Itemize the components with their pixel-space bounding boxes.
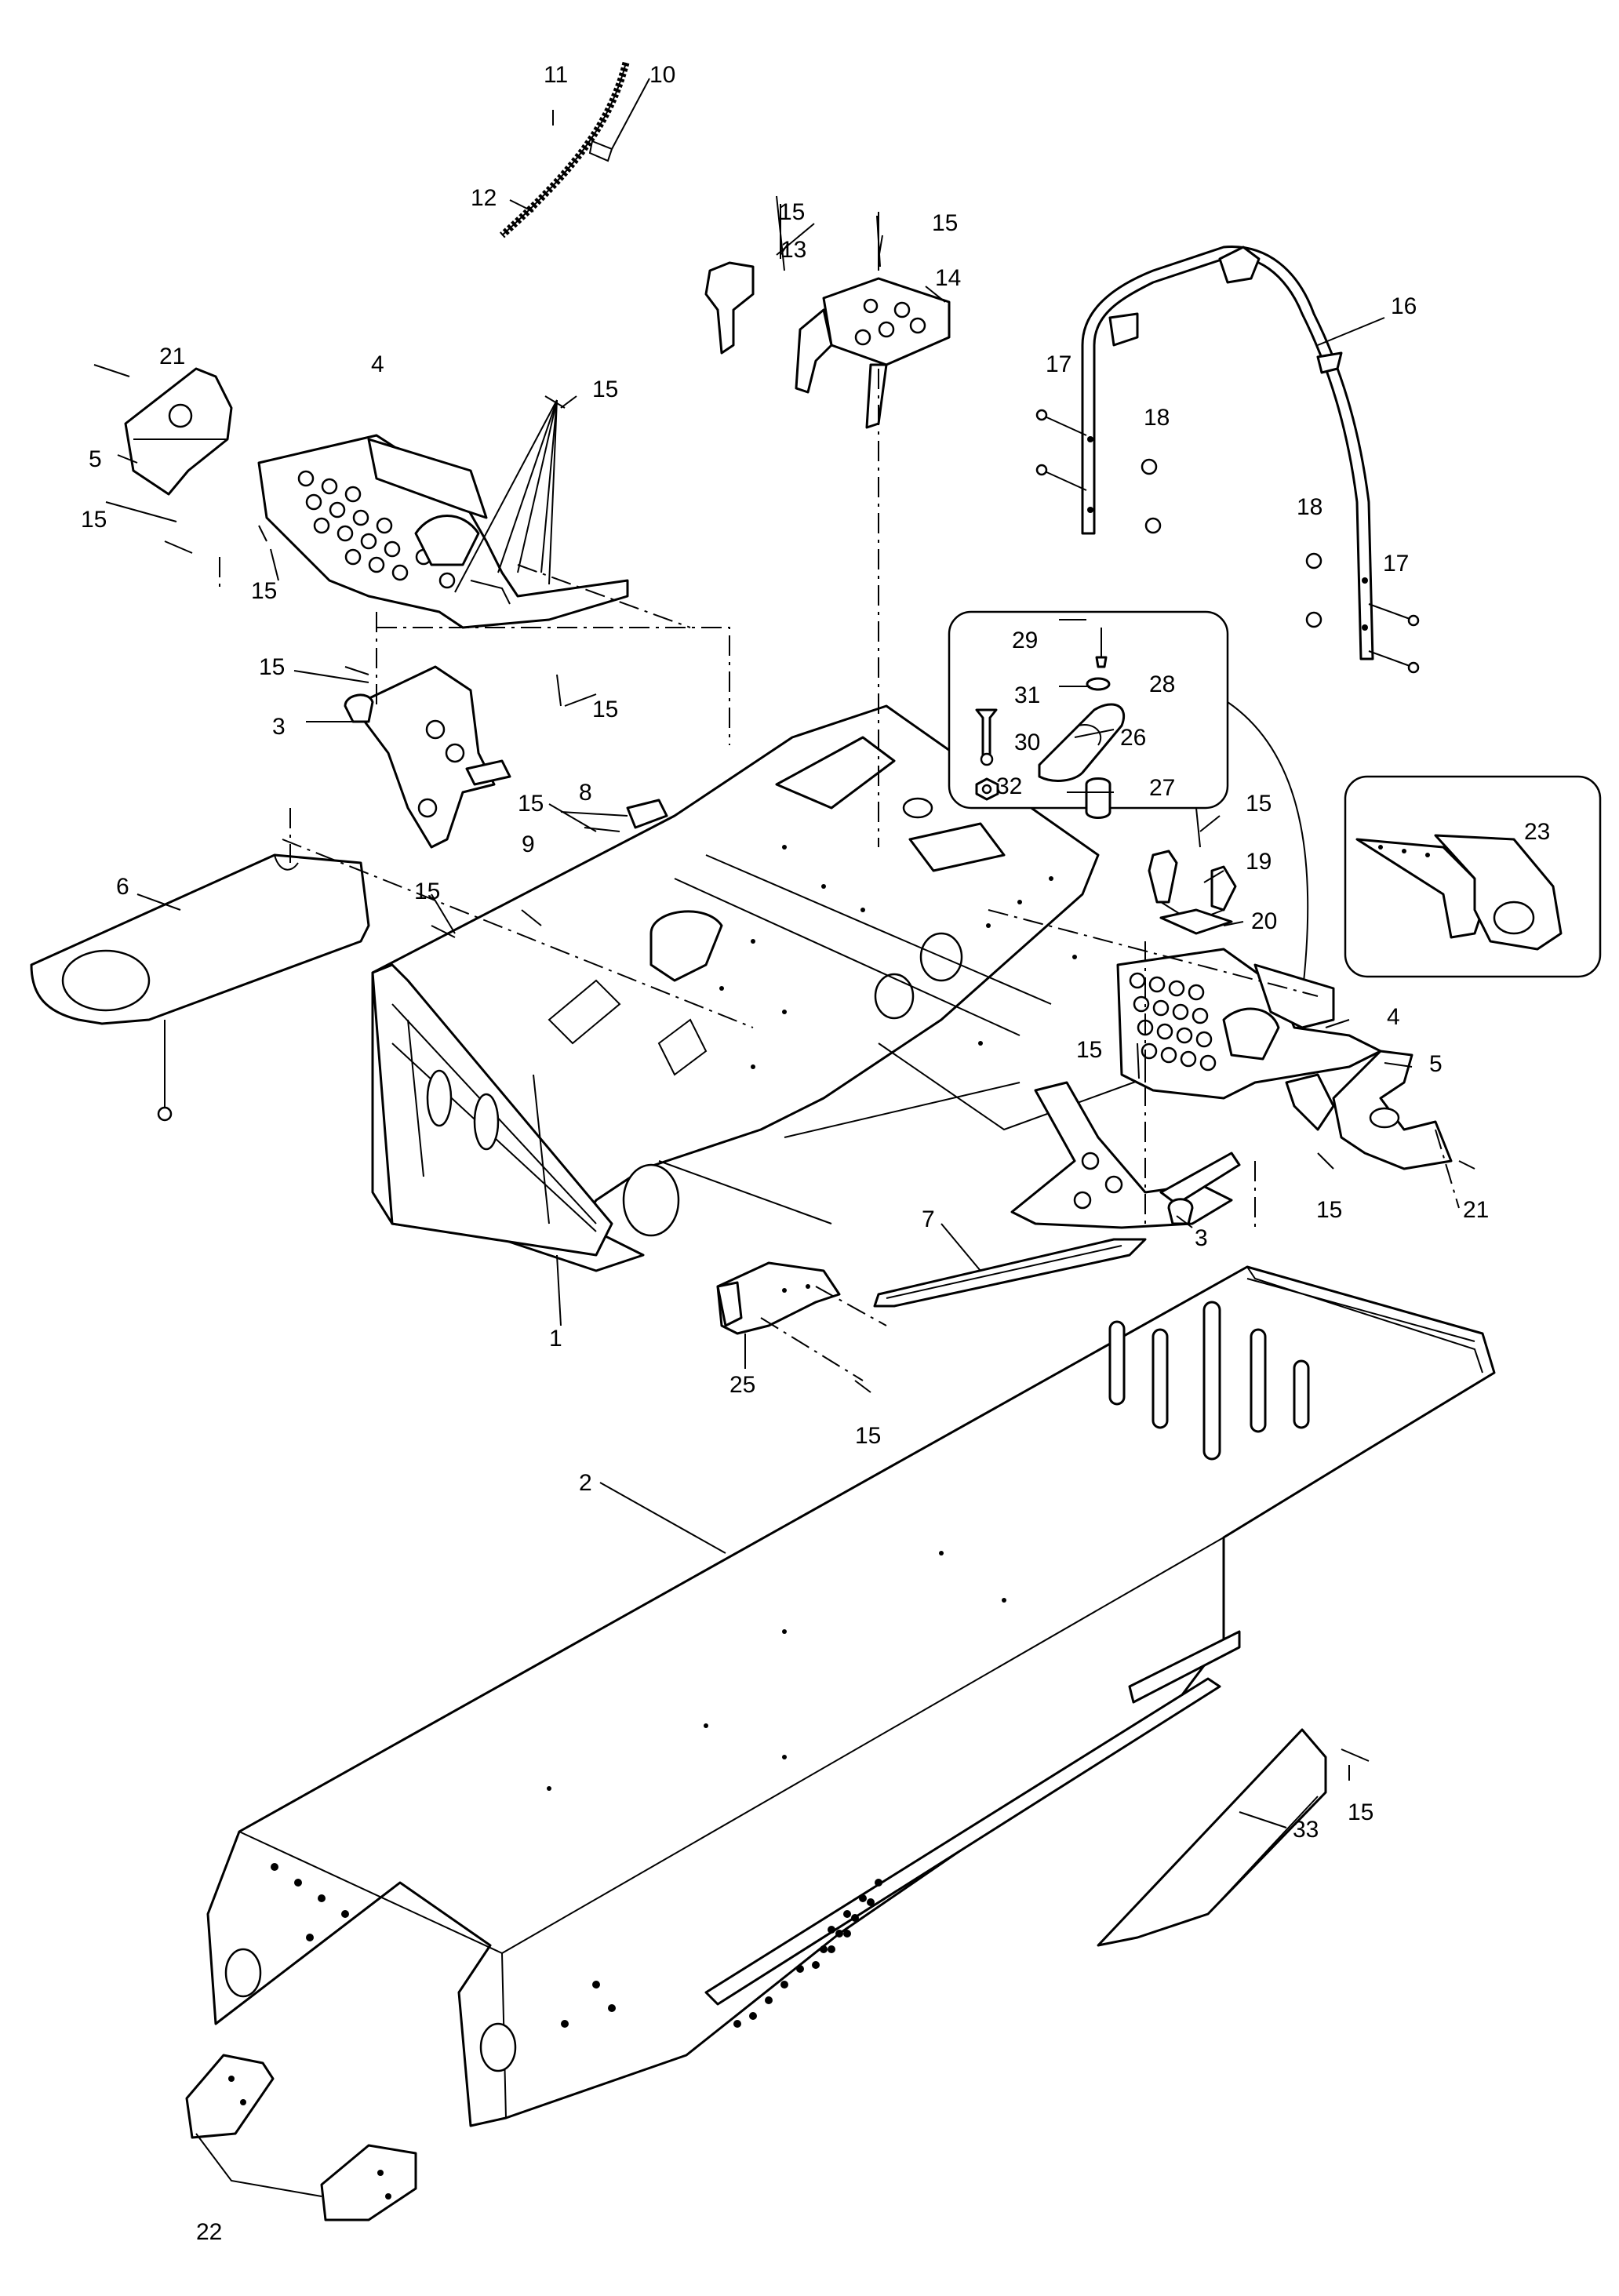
callout-4-a: 4 [371,351,384,377]
callout-30: 30 [1014,730,1040,755]
callout-15-i: 15 [1246,791,1272,817]
part-33-panel [1097,1728,1327,1947]
part-3-right-spindle [1010,1081,1241,1229]
callout-15-a: 15 [779,199,805,225]
leader-lines [105,78,1413,2197]
part-17-bolts [1035,409,1420,674]
callout-5-b: 5 [1429,1051,1443,1077]
callout-15-l: 15 [1316,1197,1342,1223]
callout-labels: 11 10 12 15 13 15 14 16 21 4 15 17 18 5 … [81,62,1550,2245]
callout-12: 12 [471,185,497,211]
part-12-cable [499,61,630,238]
part-1-main-frame [371,704,1177,1272]
callout-15-n: 15 [1348,1799,1373,1825]
callout-33: 33 [1293,1817,1319,1843]
callout-26: 26 [1120,725,1146,751]
tunnel-perforations [733,1879,882,2028]
part-18-nuts [1141,458,1322,628]
callout-2: 2 [579,1470,592,1496]
part-20-plate [1159,908,1233,935]
inset-detail-23 [1344,775,1602,978]
callout-17-a: 17 [1046,351,1071,377]
callout-15-m: 15 [855,1423,881,1449]
callout-23: 23 [1524,819,1550,845]
callout-17-b: 17 [1383,551,1409,577]
right-footrest-holes [1129,972,1217,1072]
callout-15-c: 15 [592,377,618,402]
callout-15-k: 15 [1076,1037,1102,1063]
part-2-tunnel [206,1265,1496,2127]
callout-5-a: 5 [89,446,102,472]
alignment-lines [219,369,1460,1381]
callout-21-b: 21 [1463,1197,1489,1223]
part-14-bracket-plate [795,212,951,429]
callout-15-j: 15 [414,879,440,904]
callout-20: 20 [1251,908,1277,934]
callout-31: 31 [1014,682,1040,708]
callout-6: 6 [116,874,129,900]
callout-19: 19 [1246,849,1272,875]
callout-9: 9 [522,831,535,857]
part-3-left-spindle [344,665,511,849]
callout-28: 28 [1149,671,1175,697]
callout-13: 13 [780,237,806,263]
callout-15-e: 15 [251,578,277,604]
callout-1: 1 [549,1326,562,1352]
callout-15-h: 15 [518,791,544,817]
callout-22: 22 [196,2219,222,2245]
part-5-left-bracket [93,364,233,496]
callout-21-a: 21 [159,344,185,369]
callout-4-b: 4 [1387,1004,1400,1030]
callout-18-a: 18 [1144,405,1170,431]
callout-25: 25 [729,1372,755,1398]
callout-32: 32 [996,773,1022,799]
part-22-plates [185,2054,417,2221]
part-4-left-footrest [257,399,629,629]
part-8-bracket [626,799,668,829]
part-5-right-bracket [1332,1050,1453,1170]
callout-7: 7 [922,1206,935,1232]
callout-29: 29 [1012,628,1038,653]
callout-10: 10 [649,62,675,88]
part-6-bottom-plate [30,853,370,1122]
callout-15-f: 15 [259,654,285,680]
part-25-bracket [716,1261,841,1335]
callout-3-b: 3 [1195,1225,1208,1251]
callout-15-d: 15 [81,507,107,533]
callout-8: 8 [579,780,592,806]
callout-18-b: 18 [1297,494,1322,520]
callout-11: 11 [544,62,568,88]
part-13-bracket [704,204,781,355]
callout-16: 16 [1391,293,1417,319]
callout-15-b: 15 [932,210,958,236]
callout-14: 14 [935,265,961,291]
callout-15-g: 15 [592,697,618,722]
part-16-handlebar [1081,246,1374,660]
inset-detail-26-32 [948,610,1309,1052]
fastener-15-icons [164,195,1475,1762]
callout-3-a: 3 [272,714,286,740]
callout-27: 27 [1149,775,1175,801]
part-4-right-footrest [1116,948,1382,1131]
part-19-bracket [1148,850,1237,923]
part-7-strip [873,1238,1147,1308]
